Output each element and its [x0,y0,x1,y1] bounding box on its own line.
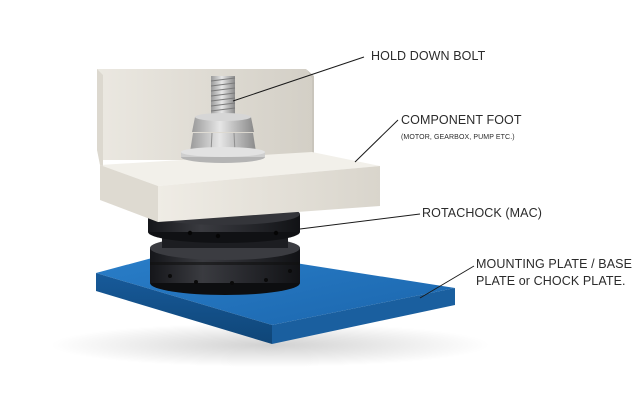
rotachock [148,203,300,295]
label-component-foot: COMPONENT FOOT [401,113,522,127]
leader-line-rotachock [299,213,421,230]
leader-line-component-foot [354,119,399,163]
label-mounting-plate-line2: PLATE or CHOCK PLATE. [476,274,626,288]
label-component-foot-note: (MOTOR, GEARBOX, PUMP ETC.) [401,134,515,141]
leader-line-hold-down-bolt [232,56,365,102]
label-rotachock: ROTACHOCK (MAC) [422,206,543,220]
leader-line-mounting-plate [419,265,475,299]
label-mounting-plate-line1: MOUNTING PLATE / BASE [476,257,633,271]
hold-down-bolt [181,76,265,163]
label-hold-down-bolt: HOLD DOWN BOLT [371,49,486,63]
floor-shadow [50,323,490,367]
